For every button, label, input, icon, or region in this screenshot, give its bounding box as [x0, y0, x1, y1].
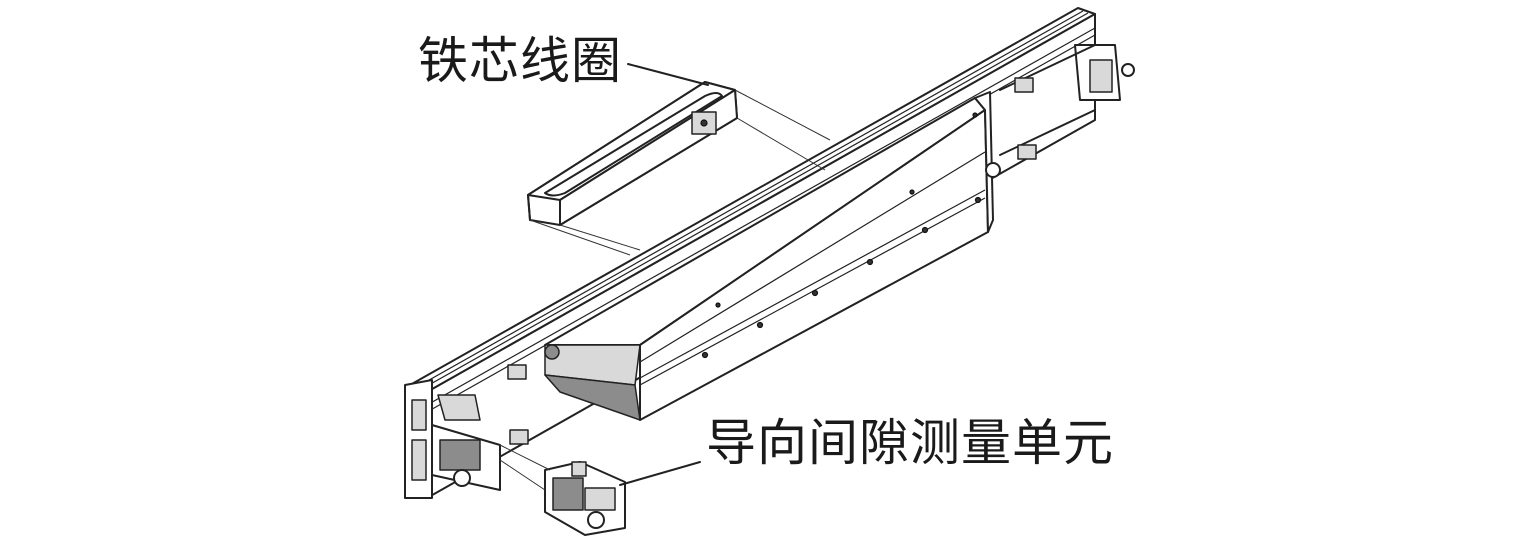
iron-core-coil: [527, 81, 738, 226]
coil-housing: [544, 91, 994, 421]
left-end-assembly: [404, 379, 501, 499]
guide-gap-measurement-unit-label: 导向间隙测量单元: [706, 414, 1114, 472]
rail-clamps: [507, 77, 1037, 445]
leader-line-coil: [627, 63, 709, 86]
leader-line-gap-unit: [619, 461, 701, 486]
guide-gap-measurement-unit: [544, 461, 626, 536]
projection-lines: [499, 89, 831, 491]
iron-core-coil-label: 铁芯线圈: [418, 32, 622, 90]
